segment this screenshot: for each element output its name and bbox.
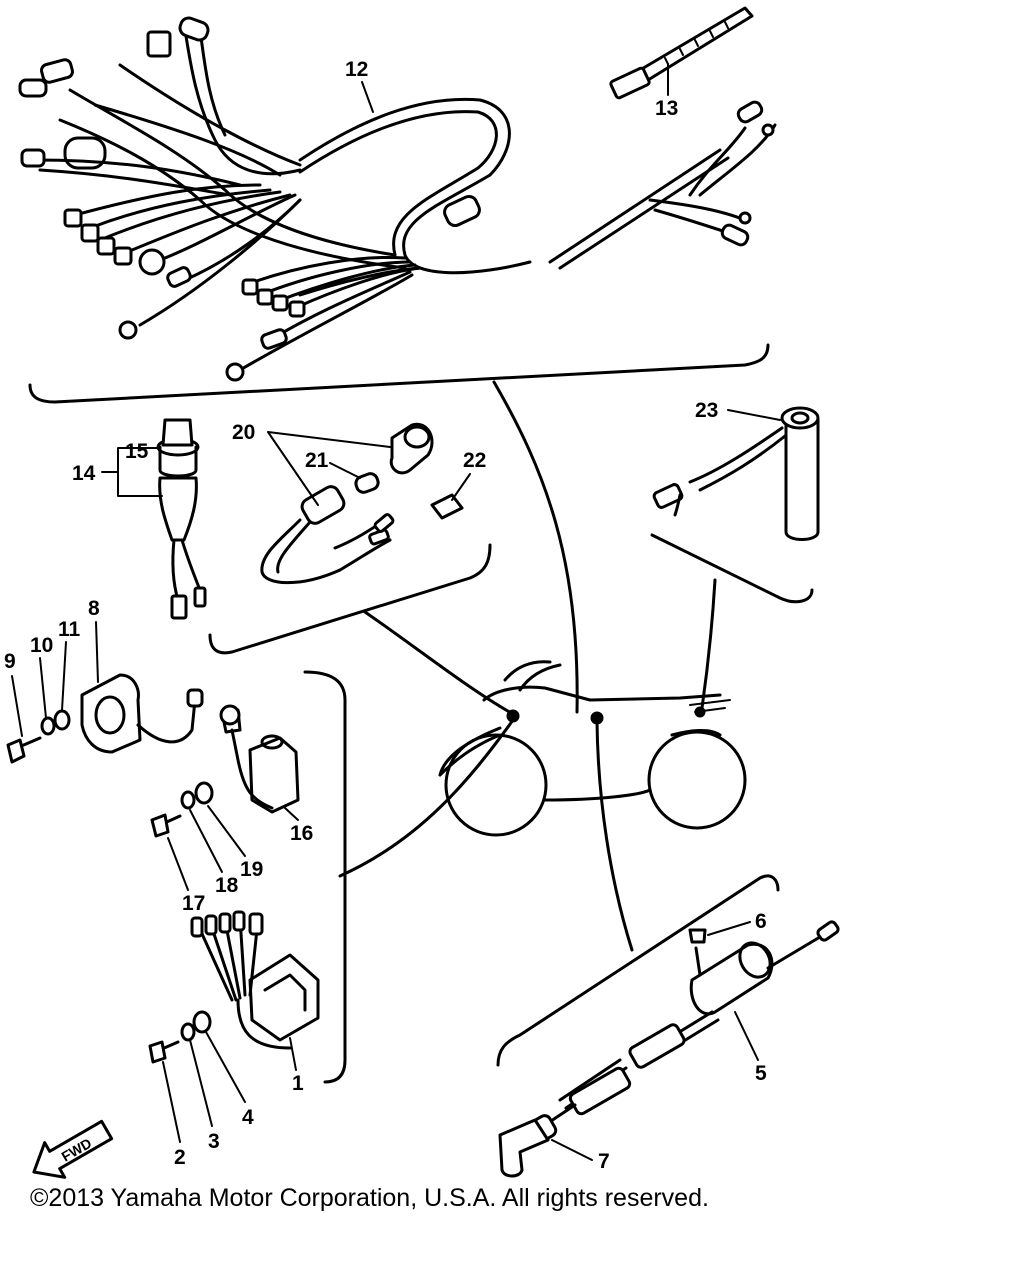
leader-22	[451, 473, 471, 501]
callout-15: 15	[125, 440, 149, 463]
callout-2: 2	[174, 1146, 186, 1169]
leader-17	[167, 837, 189, 891]
copyright-notice: ©2013 Yamaha Motor Corporation, U.S.A. A…	[30, 1184, 709, 1212]
callout-1: 1	[292, 1072, 304, 1095]
leader-4	[205, 1031, 246, 1103]
leader-3	[189, 1039, 213, 1127]
cable-tie	[609, 6, 754, 100]
callout-23: 23	[695, 399, 718, 422]
callout-22: 22	[463, 449, 486, 472]
leader-19	[207, 805, 246, 857]
switch-assembly	[260, 422, 464, 585]
ignition-coil	[150, 704, 300, 838]
throttle-group-bracket	[650, 533, 814, 604]
callout-12: 12	[345, 58, 368, 81]
callout-21: 21	[305, 449, 329, 472]
callout-4: 4	[242, 1106, 254, 1129]
leader-12	[361, 81, 374, 113]
vehicle-silhouette	[438, 660, 747, 837]
rectifier-unit	[148, 910, 320, 1064]
callout-11: 11	[58, 618, 81, 641]
reference-lines	[338, 380, 717, 952]
callout-7: 7	[598, 1150, 610, 1173]
callout-20: 20	[232, 421, 255, 444]
callout-3: 3	[208, 1130, 220, 1153]
throttle-switch	[652, 406, 820, 541]
leader-11	[61, 641, 67, 711]
leader-9	[11, 675, 23, 737]
leader-1	[289, 1037, 297, 1071]
leader-2	[162, 1061, 181, 1143]
callout-17: 17	[182, 892, 205, 915]
spark-plug-cap	[498, 1114, 558, 1178]
callout-19: 19	[240, 858, 263, 881]
leader-23	[727, 409, 781, 421]
leader-8	[95, 621, 99, 683]
callout-14: 14	[72, 462, 96, 485]
main-switch	[156, 418, 207, 620]
leader-21	[329, 462, 361, 479]
leader-20	[267, 431, 391, 506]
leader-18	[189, 809, 223, 873]
wire-harness	[18, 16, 777, 382]
callout-10: 10	[30, 634, 53, 657]
leader-10	[39, 657, 47, 719]
leader-7	[551, 1139, 593, 1161]
callout-5: 5	[755, 1062, 767, 1085]
cdi-unit	[6, 673, 204, 764]
leader-5	[734, 1011, 759, 1061]
forward-arrow: FWD	[32, 1119, 114, 1179]
switch-group-bracket	[208, 543, 492, 655]
callout-6: 6	[755, 910, 767, 933]
callout-8: 8	[88, 597, 100, 620]
callout-16: 16	[290, 822, 313, 845]
callout-18: 18	[215, 874, 239, 897]
starter-motor	[543, 920, 840, 1127]
leader-16	[284, 807, 299, 821]
callout-13: 13	[655, 97, 678, 120]
callout-9: 9	[4, 650, 16, 673]
leader-14	[101, 447, 163, 497]
leader-6	[707, 921, 751, 936]
starter-group-bracket	[496, 874, 780, 1067]
harness-group-bracket	[28, 343, 770, 404]
ignition-group-bracket	[303, 670, 347, 1084]
